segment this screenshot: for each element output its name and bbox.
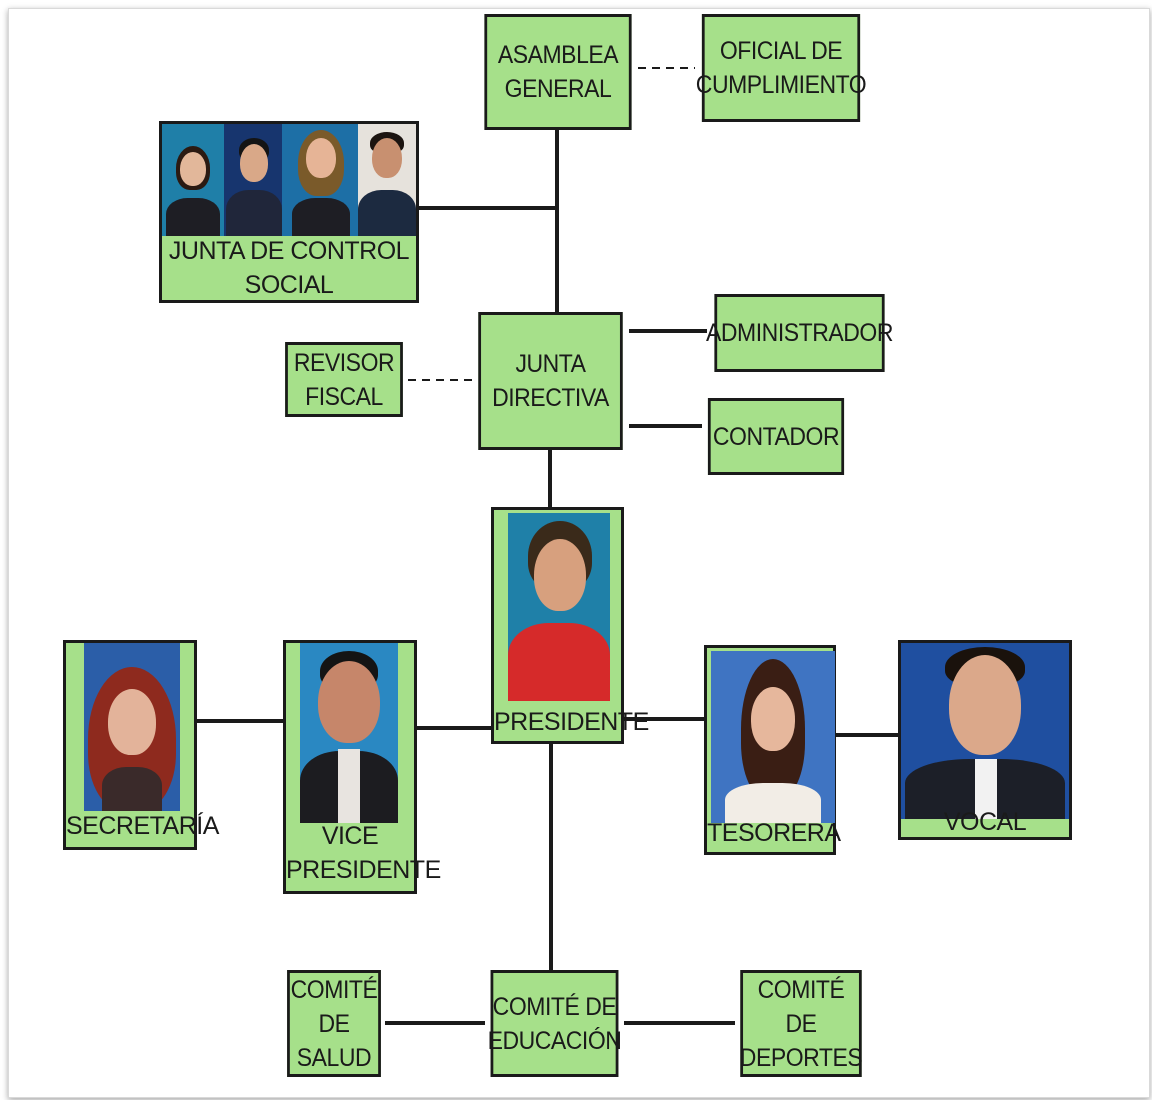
node-label: VOCAL [943, 808, 1027, 836]
node-vocal: VOCAL [898, 640, 1072, 840]
node-revisor-fiscal: REVISOR FISCAL [285, 342, 403, 417]
node-label: PRESIDENTE [494, 708, 649, 736]
node-secretaria: SECRETARÍA [63, 640, 219, 850]
node-label: OFICIAL DE CUMPLIMIENTO [695, 37, 867, 99]
node-label: TESORERA [707, 819, 841, 847]
node-comite-salud: COMITÉ DE SALUD [287, 970, 381, 1077]
member-photo [358, 124, 416, 236]
node-comite-deportes: COMITÉ DE DEPORTES [739, 970, 863, 1077]
node-asamblea-general: ASAMBLEA GENERAL [484, 14, 632, 130]
node-label: COMITÉ DE SALUD [290, 975, 378, 1072]
node-administrador: ADMINISTRADOR [706, 294, 893, 372]
node-label: ASAMBLEA GENERAL [497, 41, 619, 103]
node-oficial-cumplimiento: OFICIAL DE CUMPLIMIENTO [696, 14, 867, 122]
node-label: VICE PRESIDENTE [286, 822, 441, 884]
node-tesorera: TESORERA [704, 645, 841, 855]
tesorera-photo [711, 651, 835, 823]
node-vice-presidente: VICE PRESIDENTE [283, 640, 441, 894]
node-label: ADMINISTRADOR [706, 319, 893, 347]
vocal-photo [901, 643, 1069, 819]
node-junta-directiva: JUNTA DIRECTIVA [478, 312, 623, 450]
node-presidente: PRESIDENTE [491, 507, 649, 744]
node-comite-educacion: COMITÉ DE EDUCACIÓN [487, 970, 622, 1077]
node-label: JUNTA DIRECTIVA [492, 350, 609, 412]
node-label: CONTADOR [712, 422, 840, 451]
node-junta-control-social: JUNTA DE CONTROL SOCIAL [159, 121, 419, 303]
node-contador: CONTADOR [707, 398, 845, 475]
presidente-photo [508, 513, 610, 701]
secretaria-photo [84, 643, 180, 811]
member-photo [162, 124, 224, 236]
node-label: SECRETARÍA [66, 812, 219, 840]
node-label: REVISOR FISCAL [293, 348, 395, 411]
node-label: JUNTA DE CONTROL SOCIAL [168, 237, 410, 299]
member-photo [224, 124, 282, 236]
node-label: COMITÉ DE EDUCACIÓN [487, 992, 622, 1055]
vice-presidente-photo [300, 643, 398, 823]
member-photo [282, 124, 358, 236]
node-label: COMITÉ DE DEPORTES [739, 975, 863, 1072]
